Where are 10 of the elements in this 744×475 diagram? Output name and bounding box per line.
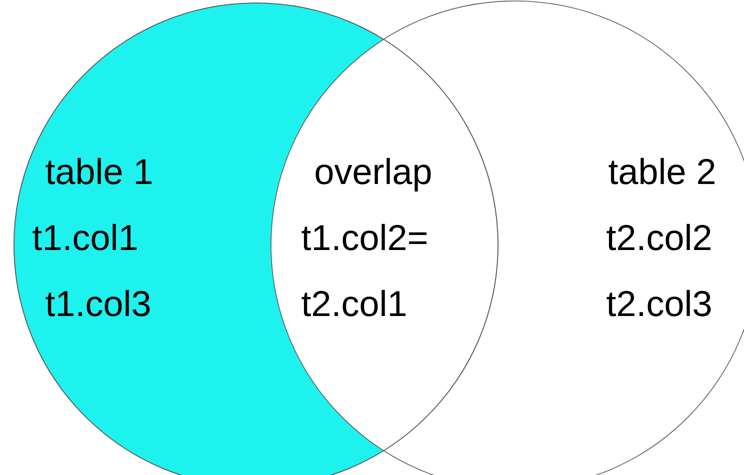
circle-label: t2.col2 (606, 224, 710, 250)
venn-circle (14, 2, 498, 475)
overlap-label: t1.col2= t2.col1 (302, 224, 426, 316)
circle-label: table 1 (46, 158, 152, 184)
overlap-label: overlap (316, 158, 431, 192)
circle-label: table 2 (608, 158, 714, 184)
circle-label: t1.col3 (46, 290, 150, 316)
venn-circle (14, 0, 744, 475)
circle-label: t2.col3 (606, 290, 711, 316)
circle-label: t1.col1 (32, 224, 136, 250)
